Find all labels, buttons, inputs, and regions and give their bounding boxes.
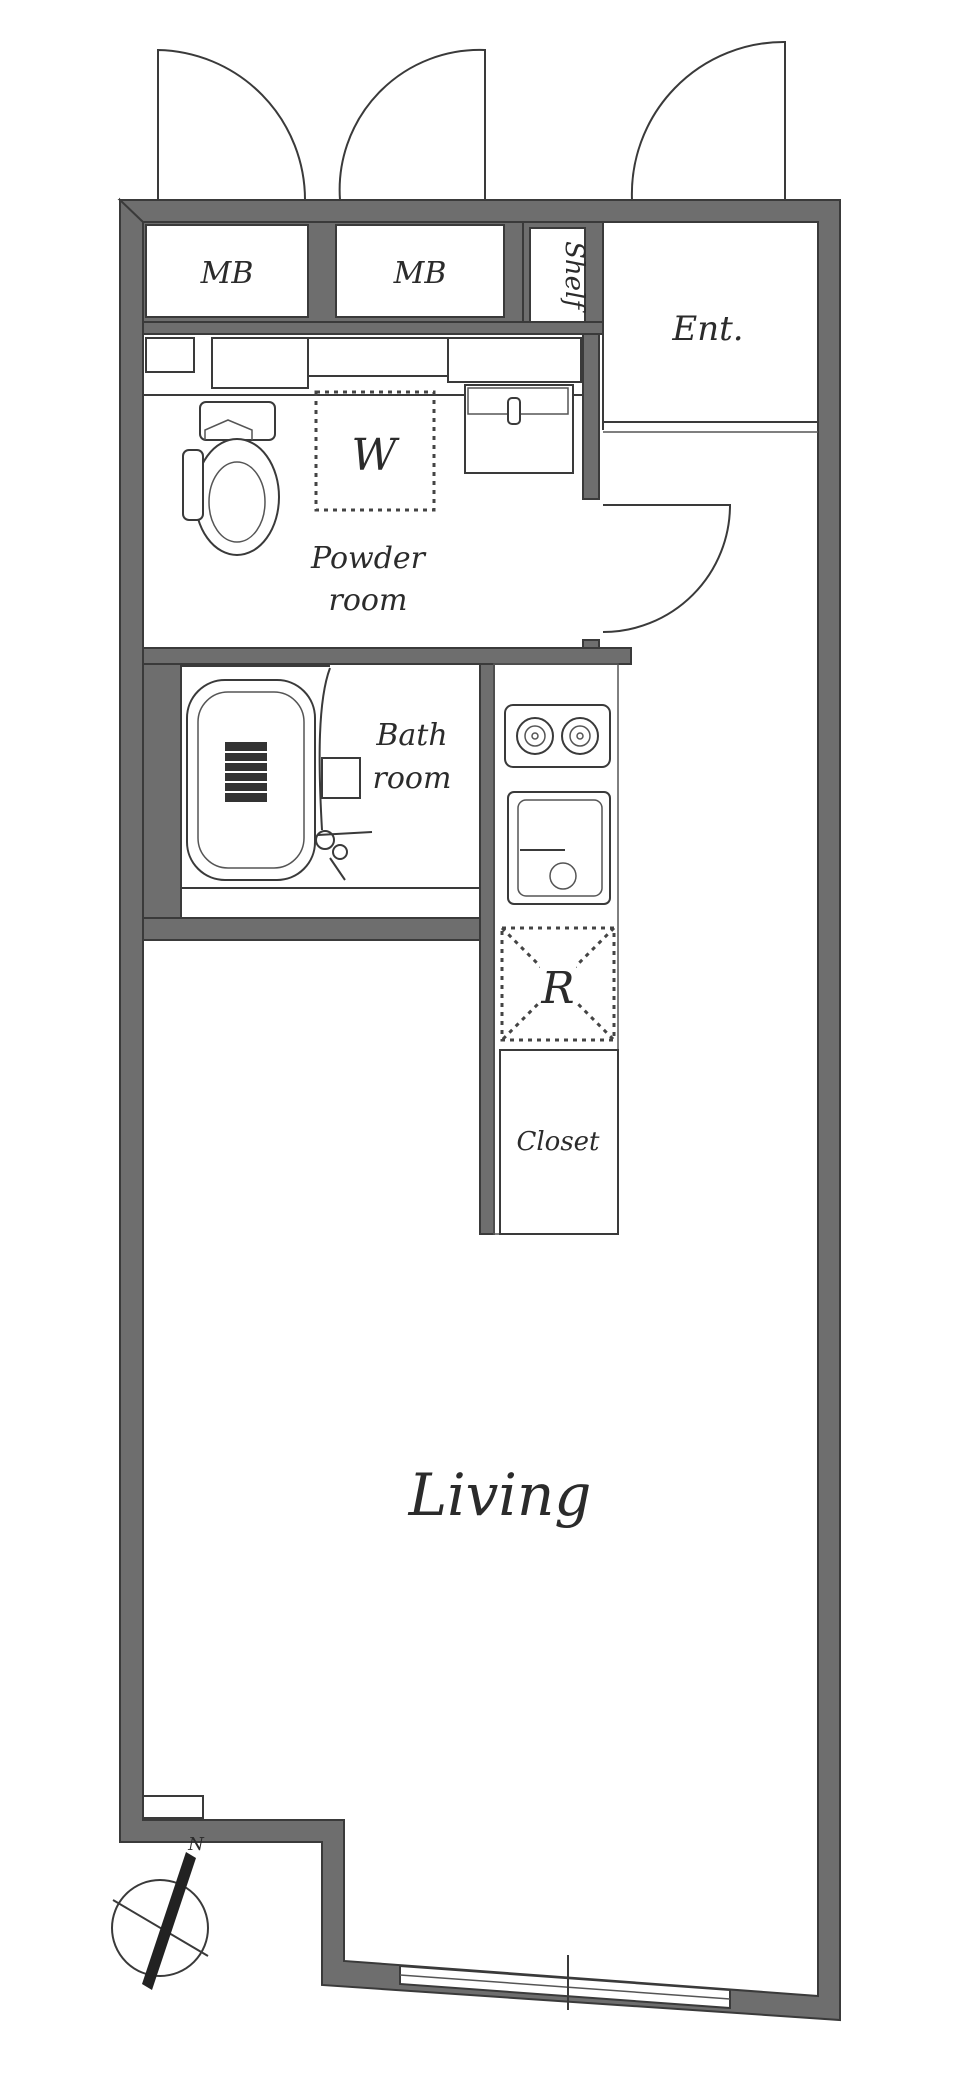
powder-room-label-line2: room: [329, 583, 408, 618]
kitchen-sink: [507, 791, 611, 905]
washbasin: [464, 384, 574, 474]
closet-label: Closet: [516, 1127, 600, 1157]
bath-drain: [225, 742, 267, 802]
bathtub: [186, 679, 316, 881]
compass: N: [111, 1834, 209, 1990]
shelf-box: [529, 227, 586, 324]
entrance-label: Ent.: [671, 309, 743, 349]
compass-north-label: N: [187, 1834, 205, 1855]
small-window-left: [142, 1795, 204, 1819]
living-label: Living: [408, 1461, 592, 1529]
toilet: [182, 401, 280, 556]
washer-label: W: [351, 430, 400, 481]
entrance-area: Ent.: [602, 222, 818, 433]
north-arrow-icon: [142, 1852, 196, 1990]
bath-room: Bath room: [142, 663, 495, 1235]
bath-room-label-line1: Bath: [375, 718, 447, 753]
mb-right-label: MB: [393, 256, 447, 291]
compass-circle: [111, 1879, 209, 1977]
mb-left-box: [145, 224, 309, 318]
bath-room-label-line2: room: [373, 761, 452, 796]
stove: [504, 704, 611, 768]
refrigerator-space: [500, 926, 616, 1042]
powder-room: W Powder room: [142, 321, 732, 665]
shower-faucet: [315, 830, 373, 881]
mb-left-label: MB: [200, 256, 254, 291]
utility-row: MB MB Shelf: [142, 221, 604, 329]
powder-room-label-line1: Powder: [310, 541, 427, 576]
shelf-label: Shelf: [559, 241, 589, 313]
top-doors: [157, 40, 786, 201]
refrigerator-label: R: [540, 963, 574, 1014]
kitchen-column: R Closet: [493, 663, 619, 1235]
closet: [499, 1049, 619, 1235]
mb-right-box: [335, 224, 505, 318]
